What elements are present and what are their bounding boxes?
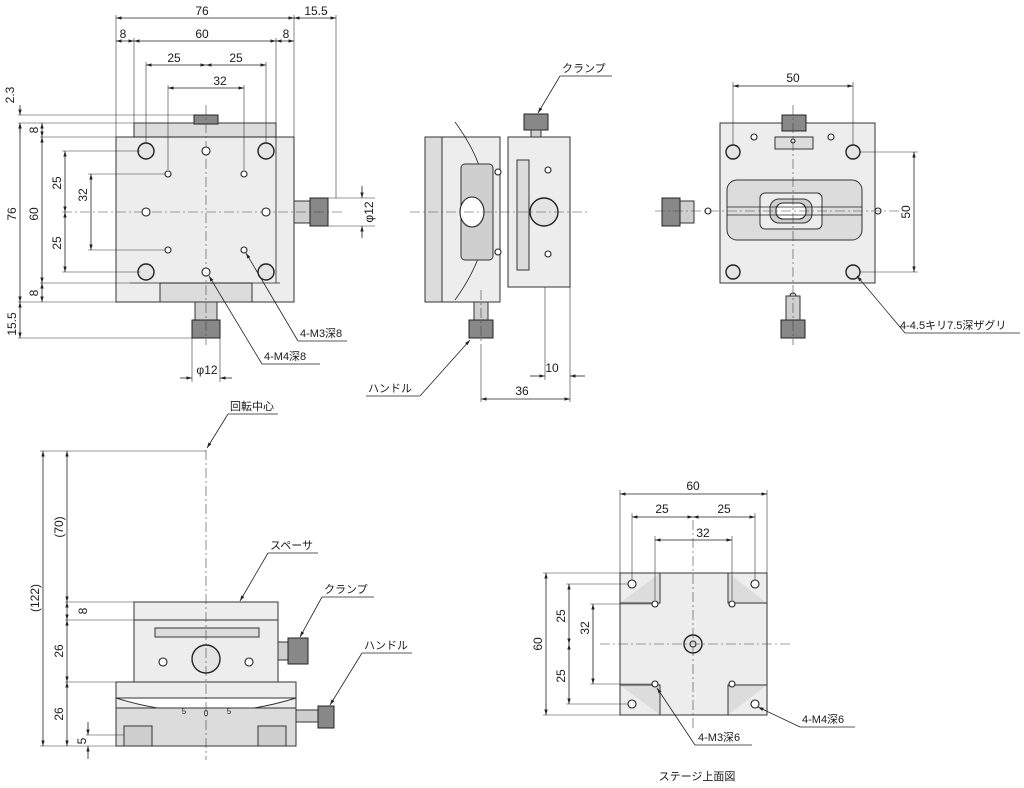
- front-top-plate: [133, 122, 277, 138]
- dim-25-b: 25: [229, 51, 243, 65]
- elev-scale-mark: 5: [182, 707, 187, 716]
- bottom-cbore-hole: [725, 144, 741, 160]
- stage-dim-32-left: 32: [578, 621, 592, 635]
- stage-dim-25-b: 25: [717, 502, 731, 516]
- elev-label-spacer: スペーサ: [270, 539, 313, 552]
- bottom-dim-50-side: 50: [899, 205, 913, 219]
- side-dim-36: 36: [515, 384, 529, 398]
- stage-label-m3: 4-M3深6: [698, 731, 740, 744]
- label-m4-depth8: 4-M4深8: [264, 350, 306, 363]
- bottom-view: 50 50 4-4.5キリ7.5深ザグリ: [655, 71, 1020, 345]
- elev-label-handle: ハンドル: [364, 640, 408, 652]
- front-hole-m3: [240, 170, 248, 178]
- stage-caption: ステージ上面図: [659, 770, 736, 783]
- side-label-handle: ハンドル: [368, 383, 412, 395]
- side-view: 10 36 クランプ ハンドル: [366, 62, 612, 402]
- elev-scale-mark: 0: [204, 709, 209, 718]
- dim-32-left: 32: [76, 188, 90, 202]
- elev-handle-shaft: [295, 709, 319, 723]
- side-left-hole-small: [494, 248, 502, 256]
- dim-2-3: 2.3: [3, 86, 17, 103]
- elev-dim-26-b: 26: [52, 707, 66, 721]
- elev-dim-5: 5: [75, 737, 89, 744]
- dim-60-top: 60: [195, 27, 209, 41]
- front-hole-m4: [141, 207, 151, 217]
- stage-hole-m3: [651, 680, 659, 688]
- elev-dim-8: 8: [76, 607, 90, 614]
- dim-32-top: 32: [213, 74, 227, 88]
- front-hole-m3: [164, 246, 172, 254]
- dim-76-top: 76: [195, 4, 209, 18]
- front-hole-m3: [164, 170, 172, 178]
- bottom-clamp-knob: [781, 114, 807, 132]
- dim-phi12-bottom: φ12: [196, 363, 217, 377]
- side-right-flange: [516, 159, 530, 271]
- elevation-view: 5 0 5 (122) (70) 8 26 26 5 回転中心 スペーサ クラン…: [28, 400, 412, 760]
- elev-label-clamp: クランプ: [324, 583, 368, 596]
- stage-dim-60-top: 60: [686, 479, 700, 493]
- dim-25-left-b: 25: [50, 236, 64, 250]
- front-hole-m4: [201, 267, 211, 277]
- bottom-left-shaft: [679, 200, 695, 224]
- side-left-hole-small: [494, 168, 502, 176]
- dim-76-left: 76: [5, 207, 19, 221]
- side-right-hole-small: [544, 166, 552, 174]
- stage-hole-m3: [728, 680, 736, 688]
- dim-15-5-left: 15.5: [5, 312, 19, 336]
- label-m3-depth8: 4-M3深8: [300, 327, 342, 340]
- dim-phi12-right: φ12: [362, 201, 376, 222]
- stage-dim-32-top: 32: [696, 526, 710, 540]
- elev-scale-mark: 5: [227, 707, 232, 716]
- elev-handle-knob: [317, 705, 335, 729]
- side-left-plate: [424, 136, 443, 303]
- front-hole-m4: [261, 207, 271, 217]
- elev-dim-70: (70): [52, 516, 66, 537]
- dim-8-top-left: 8: [27, 126, 41, 133]
- front-hole: [257, 142, 275, 160]
- bottom-cbore-hole: [725, 264, 741, 280]
- stage-dim-25-left-a: 25: [554, 609, 568, 623]
- dim-8-bottom-left: 8: [27, 289, 41, 296]
- stage-dim-60-left: 60: [531, 637, 545, 651]
- front-hole-m3: [240, 246, 248, 254]
- bottom-left-knob: [661, 197, 681, 227]
- stage-dim-25-a: 25: [655, 502, 669, 516]
- front-hole: [257, 263, 275, 281]
- stage-hole-m4: [750, 699, 760, 709]
- side-clamp-knob: [523, 113, 549, 131]
- elev-label-rotation-center: 回転中心: [230, 400, 274, 413]
- stage-hole-m4: [750, 579, 760, 589]
- stage-hole-m3: [651, 600, 659, 608]
- stage-dim-25-left-b: 25: [554, 669, 568, 683]
- stage-hole-m4: [627, 579, 637, 589]
- bottom-cbore-hole: [845, 144, 861, 160]
- elev-clamp-knob: [287, 637, 309, 665]
- stage-top-view: 60 25 25 32 60 25 32 25 4-M4深6 4-M3深6 ステ…: [531, 479, 855, 783]
- side-right-hole-small: [544, 250, 552, 258]
- dim-8-right: 8: [283, 27, 290, 41]
- side-dim-10: 10: [545, 361, 559, 375]
- side-label-clamp: クランプ: [562, 62, 606, 75]
- stage-hole-m3: [728, 600, 736, 608]
- dim-25-a: 25: [167, 51, 181, 65]
- dim-60-left: 60: [27, 207, 41, 221]
- front-hole: [137, 263, 155, 281]
- elev-dim-26-a: 26: [52, 644, 66, 658]
- dim-15-5-top: 15.5: [304, 4, 328, 18]
- stage-label-m4: 4-M4深6: [802, 713, 844, 726]
- front-view: 76 15.5 8 60 8 25 25 32 2.3 8 76 60 25 3…: [3, 4, 376, 382]
- stage-hole-m4: [627, 699, 637, 709]
- dim-8-left: 8: [120, 27, 127, 41]
- front-hole: [137, 142, 155, 160]
- front-hole-m4: [201, 146, 211, 156]
- elev-clamp-shaft: [277, 641, 289, 661]
- bottom-label-holes: 4-4.5キリ7.5深ザグリ: [900, 318, 1006, 332]
- elev-dim-122: (122): [28, 584, 42, 612]
- bottom-dim-50-top: 50: [786, 71, 800, 85]
- dim-25-left-a: 25: [50, 176, 64, 190]
